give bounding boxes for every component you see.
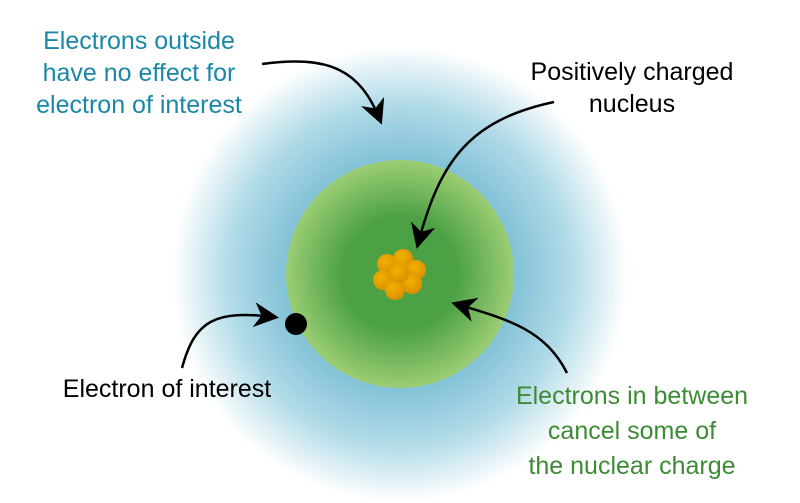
label-line: nucleus bbox=[588, 90, 676, 118]
nucleus bbox=[373, 249, 426, 300]
label-line: Electrons in between bbox=[515, 382, 749, 410]
arrow-nucleus bbox=[410, 100, 555, 249]
label-line: Electron of interest bbox=[62, 375, 272, 403]
electron-of-interest-dot bbox=[285, 313, 307, 335]
label-electrons-between: Electrons in between cancel some of the … bbox=[492, 379, 772, 484]
label-line: Positively charged bbox=[530, 58, 734, 86]
label-line: electron of interest bbox=[36, 91, 242, 119]
arrow-between bbox=[451, 297, 569, 374]
arrow-electron bbox=[180, 302, 279, 369]
arrow-outside bbox=[261, 60, 385, 125]
label-line: Electrons outside bbox=[43, 27, 235, 55]
label-electron-of-interest: Electron of interest bbox=[42, 373, 292, 405]
label-nucleus: Positively charged nucleus bbox=[507, 56, 757, 120]
label-line: cancel some of bbox=[547, 417, 717, 445]
label-line: the nuclear charge bbox=[528, 452, 736, 480]
label-outside-electrons: Electrons outside have no effect for ele… bbox=[14, 25, 264, 121]
label-line: have no effect for bbox=[42, 59, 236, 87]
